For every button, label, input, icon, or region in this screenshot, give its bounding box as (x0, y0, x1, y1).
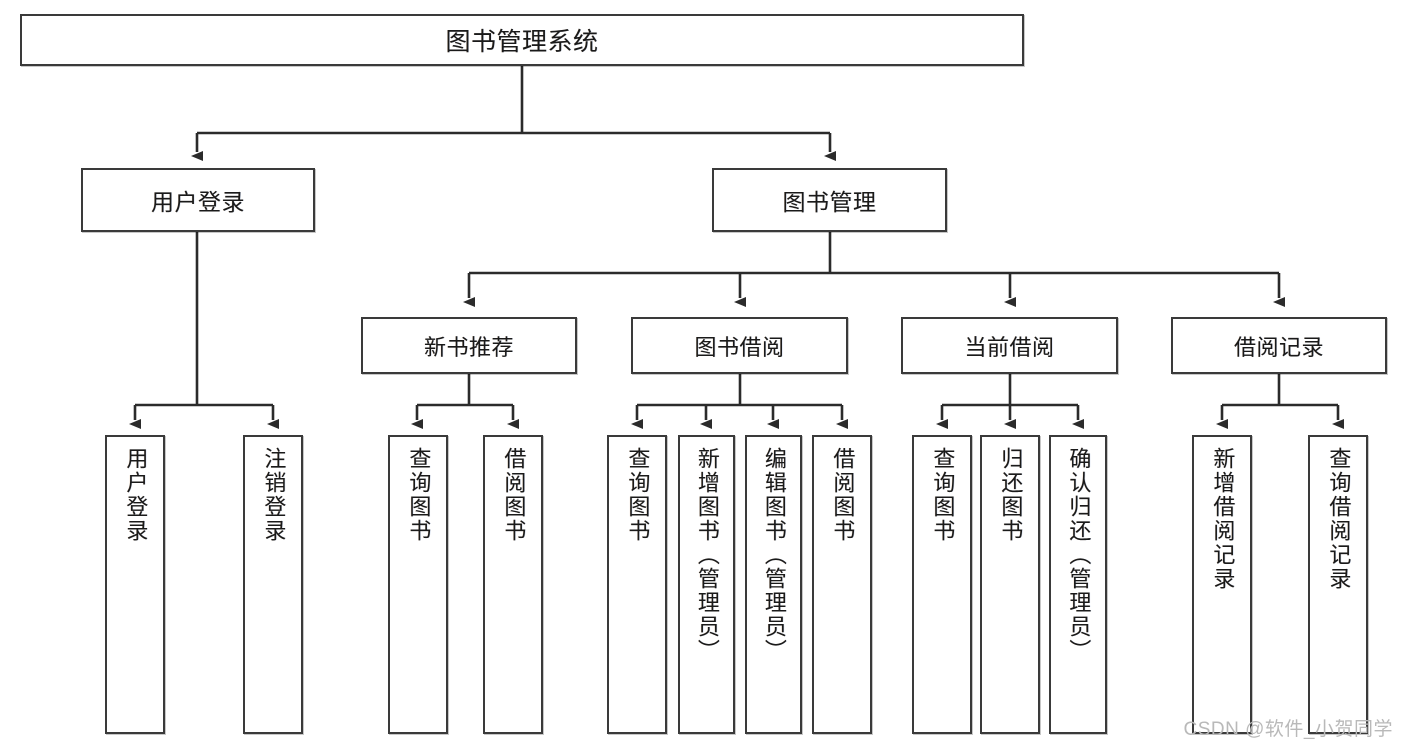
node-label: 用户登录 (123, 447, 149, 543)
node-label: 借阅图书 (830, 447, 856, 543)
leaf-record-query-record[interactable]: 查询借阅记录 (1308, 435, 1368, 734)
node-book-management[interactable]: 图书管理 (712, 168, 947, 232)
node-label: 查询图书 (406, 447, 432, 543)
leaf-borrow-add-book-admin[interactable]: 新增图书（管理员） (678, 435, 735, 734)
node-current-borrow[interactable]: 当前借阅 (901, 317, 1118, 374)
leaf-current-confirm-return-admin[interactable]: 确认归还（管理员） (1049, 435, 1107, 734)
node-new-book-recommend[interactable]: 新书推荐 (361, 317, 577, 374)
node-book-borrow[interactable]: 图书借阅 (631, 317, 848, 374)
leaf-borrow-query-book[interactable]: 查询图书 (607, 435, 667, 734)
leaf-current-return-book[interactable]: 归还图书 (980, 435, 1040, 734)
leaf-record-add-record[interactable]: 新增借阅记录 (1192, 435, 1252, 734)
node-label: 确认归还（管理员） (1066, 447, 1092, 663)
node-label: 查询借阅记录 (1326, 447, 1352, 591)
node-label: 新增图书（管理员） (694, 447, 720, 663)
node-label: 注销登录 (261, 447, 287, 543)
node-root-system[interactable]: 图书管理系统 (20, 14, 1024, 66)
leaf-user-logout[interactable]: 注销登录 (243, 435, 303, 734)
node-label: 图书管理系统 (445, 28, 599, 56)
leaf-user-login[interactable]: 用户登录 (105, 435, 165, 734)
leaf-borrow-borrow-book[interactable]: 借阅图书 (812, 435, 872, 734)
node-label: 图书借阅 (694, 334, 785, 360)
node-label: 查询图书 (625, 447, 651, 543)
node-label: 当前借阅 (964, 334, 1055, 360)
node-label: 编辑图书（管理员） (761, 447, 787, 663)
watermark: CSDN @软件_小贺同学 (1183, 719, 1393, 740)
leaf-borrow-edit-book-admin[interactable]: 编辑图书（管理员） (745, 435, 802, 734)
leaf-recommend-query-book[interactable]: 查询图书 (388, 435, 448, 734)
node-borrow-record[interactable]: 借阅记录 (1171, 317, 1387, 374)
node-label: 借阅记录 (1233, 334, 1324, 360)
node-label: 查询图书 (930, 447, 956, 543)
node-label: 新书推荐 (423, 334, 514, 360)
node-label: 图书管理 (782, 189, 877, 215)
node-label: 用户登录 (151, 189, 245, 215)
leaf-current-query-book[interactable]: 查询图书 (912, 435, 972, 734)
leaf-recommend-borrow-book[interactable]: 借阅图书 (483, 435, 543, 734)
node-label: 借阅图书 (501, 447, 527, 543)
node-user-login[interactable]: 用户登录 (81, 168, 315, 232)
node-label: 新增借阅记录 (1210, 447, 1236, 591)
node-label: 归还图书 (998, 447, 1024, 543)
